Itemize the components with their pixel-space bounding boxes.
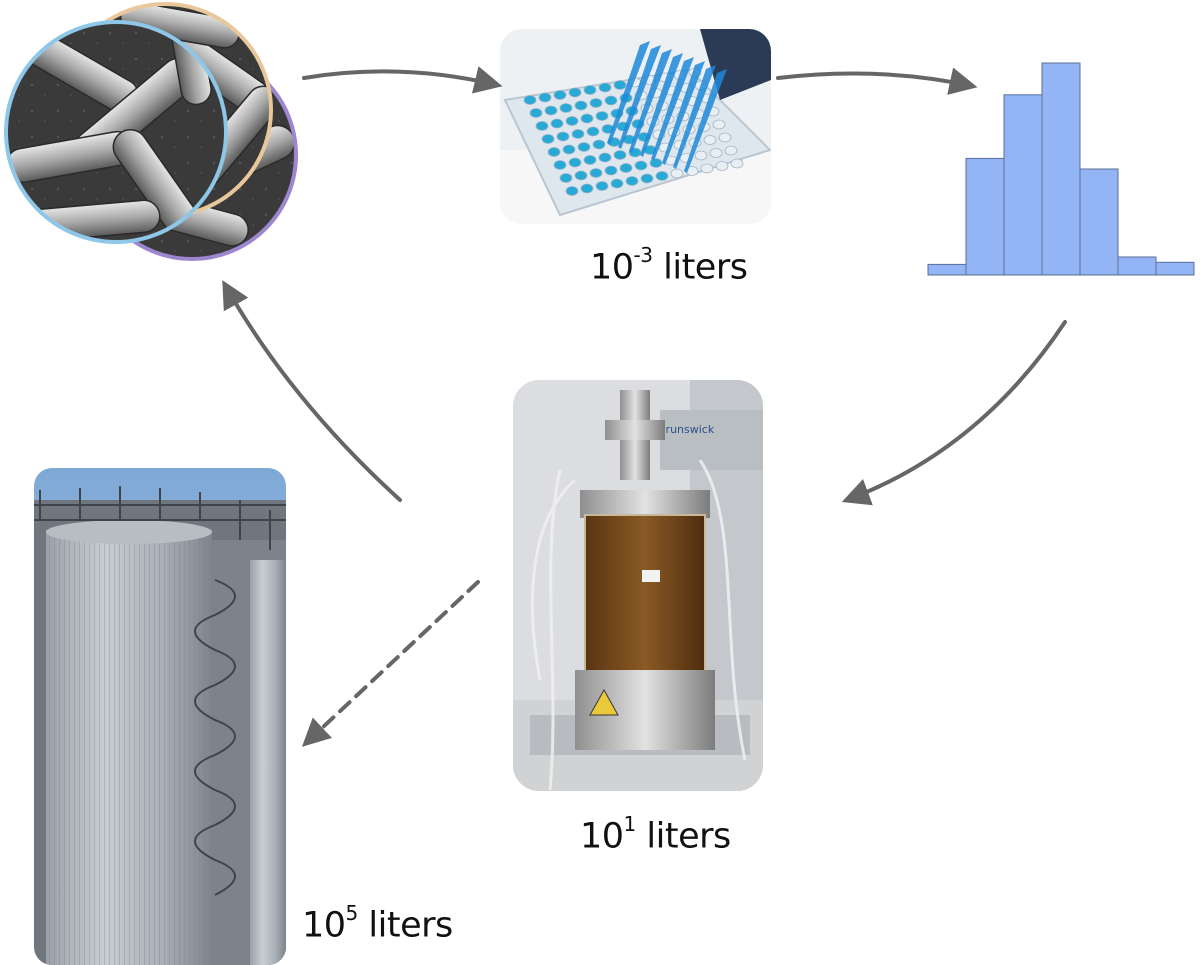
arrow-bioreactor-to-bacteria (222, 280, 402, 502)
brand-label: Brunswick (658, 423, 715, 436)
arrow-plate-to-histogram (776, 67, 978, 95)
histogram-bar (1003, 94, 1043, 276)
histogram-bar (1041, 62, 1081, 276)
arrow-bioreactor-to-silo-dashed (301, 580, 480, 747)
arrow-bacteria-to-plate (302, 66, 503, 94)
plate-volume-label: 10-3 liters (590, 243, 748, 288)
cycle-arrows (222, 66, 1067, 747)
benchtop-bioreactor-photo: Brunswick (513, 380, 763, 791)
arrow-histogram-to-bioreactor (841, 320, 1067, 506)
histogram-bar (965, 157, 1005, 276)
silo-volume-label: 105 liters (302, 901, 453, 946)
microplate-pipetting-photo (500, 29, 771, 224)
histogram-bar (1117, 256, 1157, 276)
histogram-chart (927, 62, 1195, 276)
histogram-bar (1079, 168, 1119, 276)
fermentation-broth (584, 514, 706, 676)
histogram-bar (1155, 261, 1195, 276)
bioreactor-volume-label: 101 liters (580, 812, 731, 857)
bacteria-microscopy-image (4, 2, 298, 261)
histogram-bar (927, 263, 967, 276)
industrial-silo-photo (34, 468, 286, 965)
